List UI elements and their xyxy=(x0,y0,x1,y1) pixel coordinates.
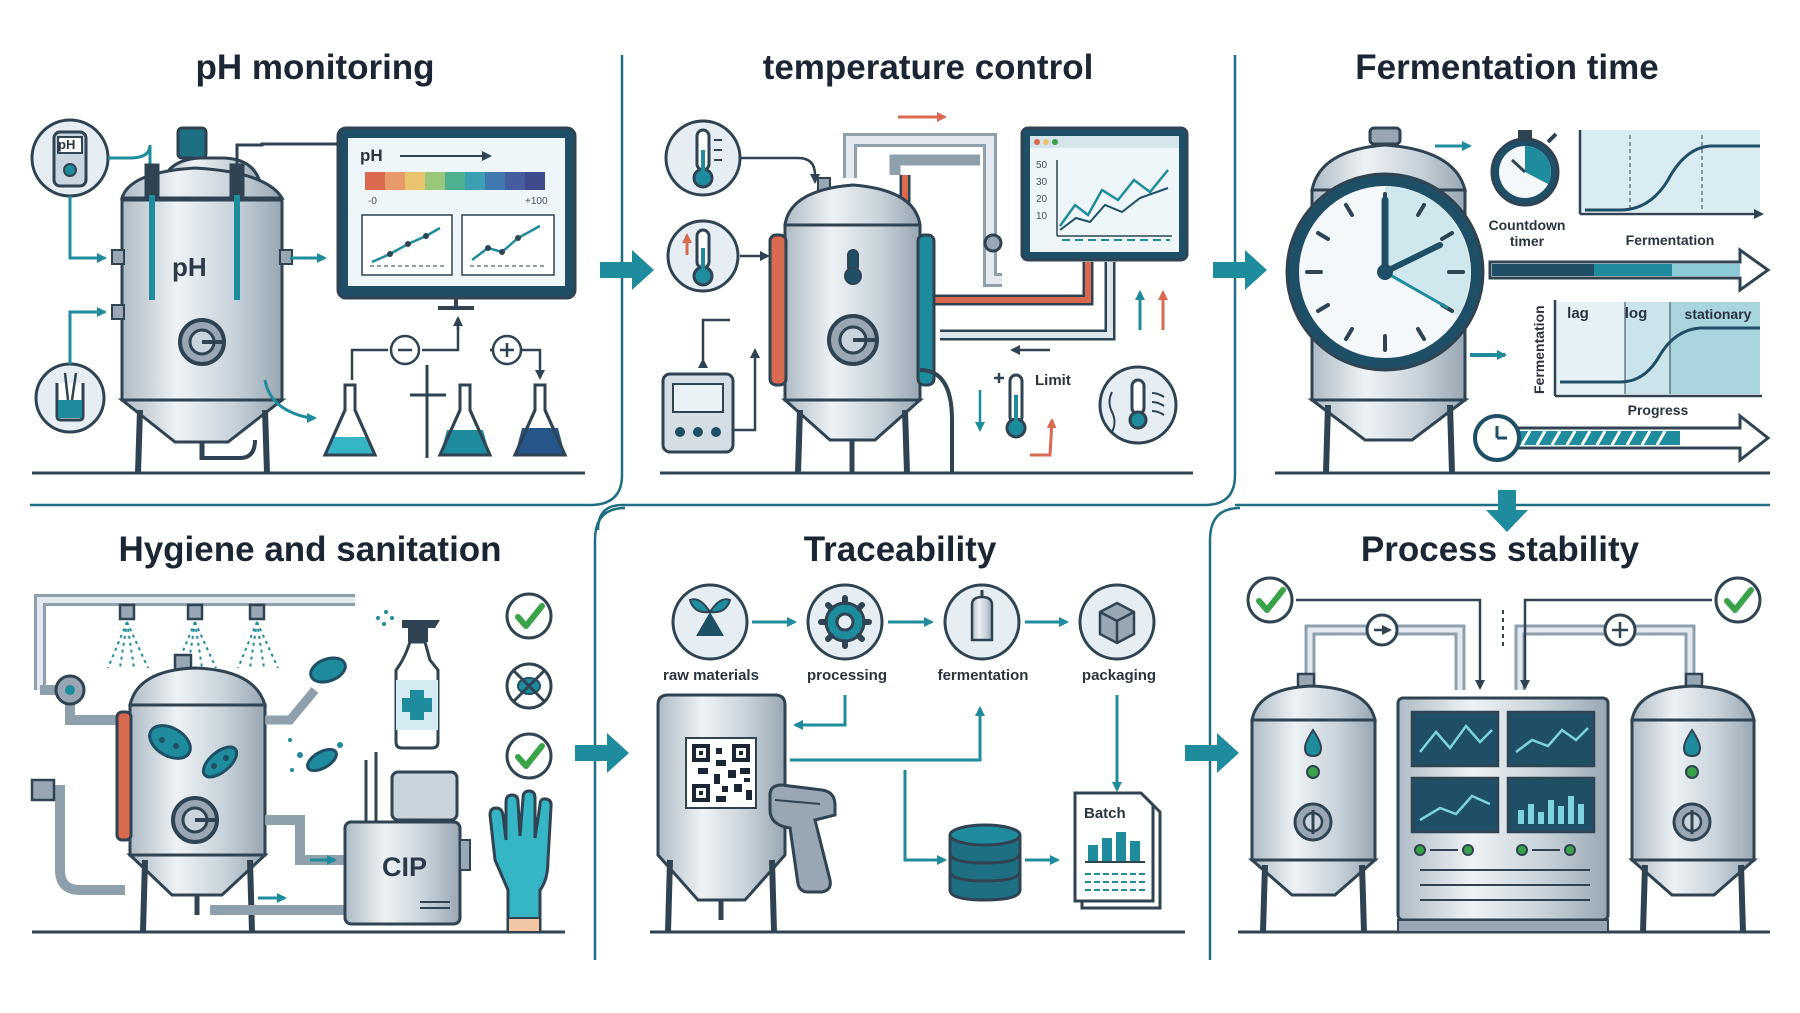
ph-scale-min: -0 xyxy=(368,196,377,207)
step-fermentation-label: fermentation xyxy=(937,667,1029,684)
countdown-label-line2: timer xyxy=(1509,233,1545,249)
countdown-label-line1: Countdown xyxy=(1488,217,1566,233)
section-title-hygiene: Hygiene and sanitation xyxy=(118,530,502,569)
phase-log-label: log xyxy=(1624,305,1648,322)
section-title-fermentation: Fermentation time xyxy=(1355,48,1659,87)
cip-label: CIP xyxy=(382,852,428,882)
chart-tick-3: 20 xyxy=(1036,194,1048,205)
section-title-stability: Process stability xyxy=(1360,530,1640,569)
ph-scale-max: +100 xyxy=(525,196,548,207)
temperature-limit-label: Limit xyxy=(1035,372,1071,389)
chart-tick-4: 10 xyxy=(1036,211,1048,222)
ph-meter-label: pH xyxy=(58,137,76,152)
step-raw-materials-label: raw materials xyxy=(663,667,759,684)
screen-ph-label: pH xyxy=(360,146,383,165)
section-title-traceability: Traceability xyxy=(803,530,997,569)
section-title-temperature: temperature control xyxy=(762,48,1094,87)
growth-x-label: Progress xyxy=(1627,402,1689,418)
batch-label: Batch xyxy=(1084,805,1126,822)
fermentation-axis-label: Fermentation xyxy=(1625,232,1715,248)
chart-tick-2: 30 xyxy=(1036,177,1048,188)
step-packaging-label: packaging xyxy=(1081,667,1157,684)
tank-ph-label: pH xyxy=(172,252,207,282)
phase-stationary-label: stationary xyxy=(1684,306,1752,322)
phase-lag-label: lag xyxy=(1567,305,1589,322)
section-title-ph: pH monitoring xyxy=(195,48,435,87)
chart-tick-1: 50 xyxy=(1036,160,1048,171)
step-processing-label: processing xyxy=(806,667,888,684)
growth-y-label: Fermentation xyxy=(1531,305,1547,394)
